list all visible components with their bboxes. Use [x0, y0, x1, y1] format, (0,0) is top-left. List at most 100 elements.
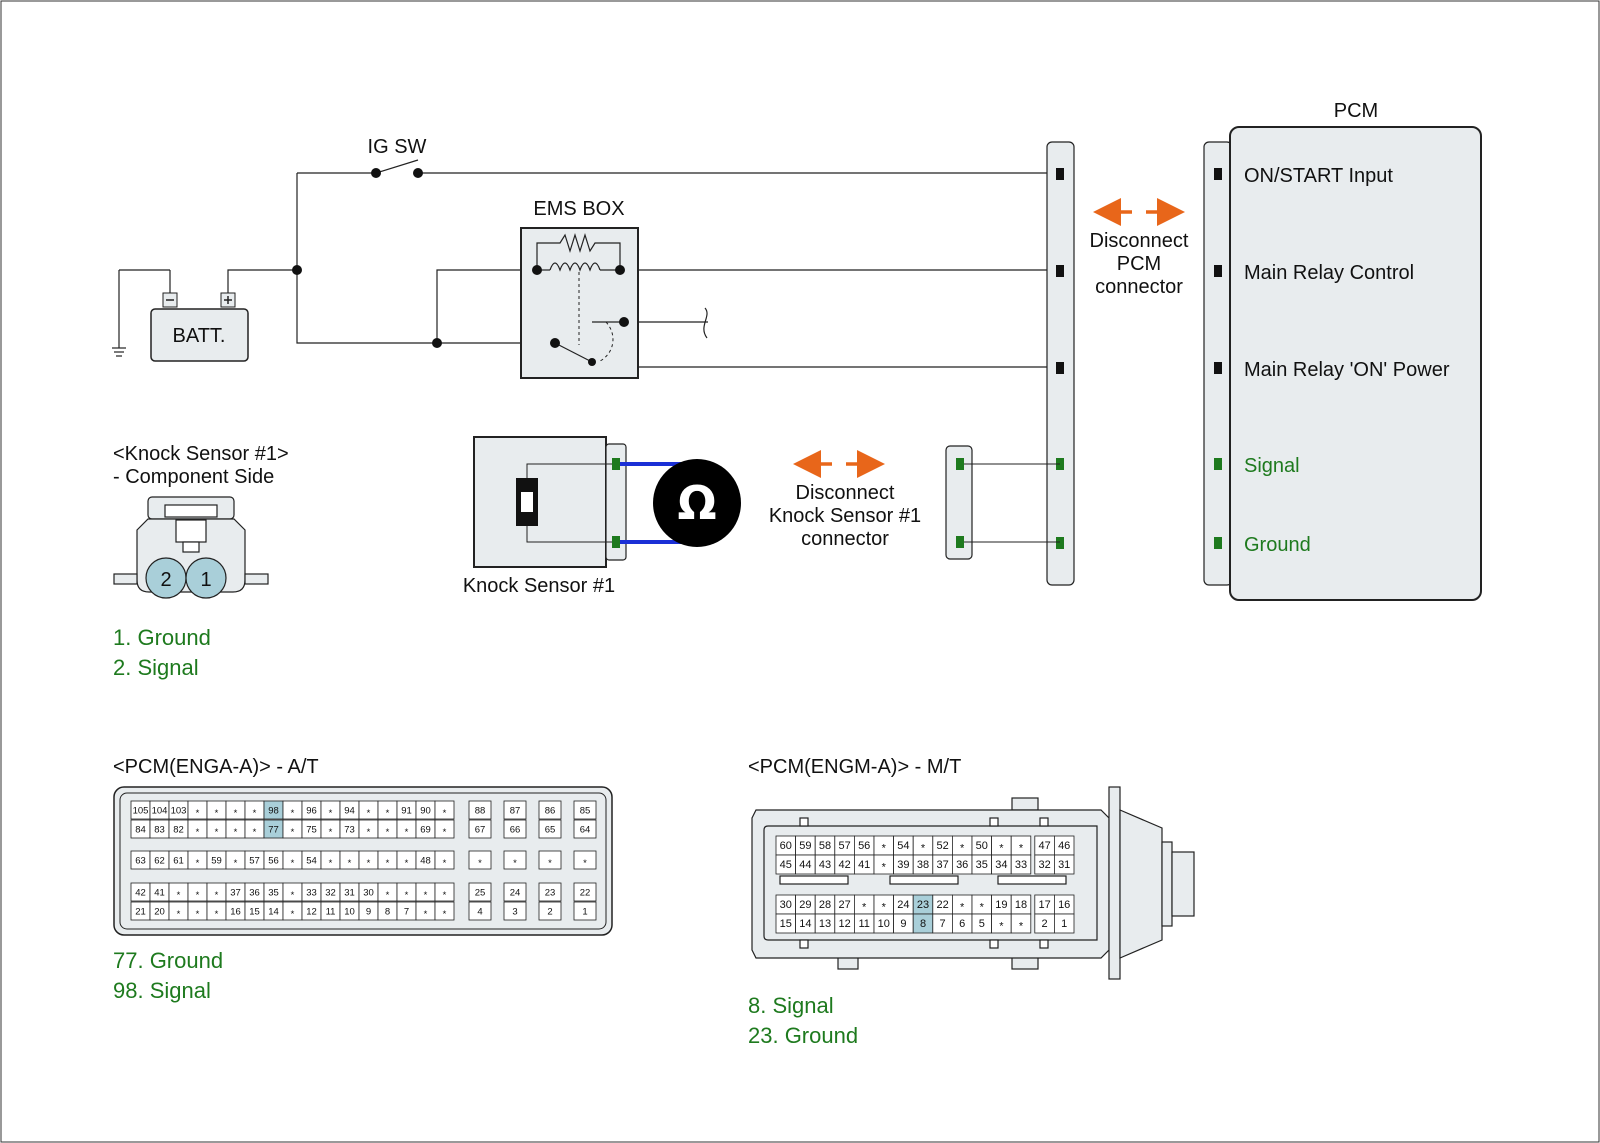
knock-sensor: [473, 436, 627, 568]
pin-cell: [1054, 854, 1075, 875]
pin-label: 19: [995, 899, 1007, 911]
pcm-mt-legend-1: 8. Signal: [748, 993, 834, 1018]
pin-label: 15: [249, 907, 260, 918]
pin-label: 7: [940, 918, 946, 930]
pin-label: 14: [268, 907, 279, 918]
disconnect-knock-line-2: Knock Sensor #1: [769, 505, 921, 527]
pin-label: *: [329, 827, 333, 838]
pcm-at-legend-2: 98. Signal: [113, 978, 211, 1003]
pin-label: 66: [510, 825, 521, 836]
pin-label: 32: [1038, 859, 1050, 871]
pin-label: 37: [230, 888, 241, 899]
pin-label: *: [386, 858, 390, 869]
pin-cell: [468, 850, 492, 870]
pcm-mt-title: <PCM(ENGM-A)> - M/T: [748, 756, 961, 778]
pin-label: *: [882, 902, 887, 914]
junction-dots: [292, 168, 442, 348]
pin-label: *: [386, 827, 390, 838]
pin-cell: [434, 850, 455, 870]
pin-label: 87: [510, 806, 521, 817]
pcm-pin-ground: Ground: [1244, 534, 1311, 556]
ems-box-relay: [520, 227, 639, 379]
pin-label: 41: [858, 859, 870, 871]
pin-label: 1: [1061, 918, 1067, 930]
pin-label: 46: [1058, 840, 1070, 852]
component-view-title: <Knock Sensor #1>: [113, 443, 289, 465]
pin-label: 14: [799, 918, 811, 930]
pin-label: *: [234, 808, 238, 819]
pcm-module: [1203, 126, 1482, 601]
pin-label: 21: [135, 907, 146, 918]
pin-label: 15: [780, 918, 792, 930]
pin-label: *: [329, 858, 333, 869]
pin-label: 104: [152, 806, 168, 817]
pcm-mt-legend-2: 23. Ground: [748, 1023, 858, 1048]
pin-label: 10: [878, 918, 890, 930]
pin-label: *: [291, 909, 295, 920]
pin-cell: [503, 850, 527, 870]
pin-label: 30: [363, 888, 374, 899]
pin-label: *: [583, 858, 587, 869]
pin-label: 16: [230, 907, 241, 918]
pin-label: 23: [917, 899, 929, 911]
pin-label: 96: [306, 806, 317, 817]
pin-label: *: [1019, 921, 1024, 933]
pin-label: 45: [780, 859, 792, 871]
pin-label: *: [253, 827, 257, 838]
pin-label: 94: [344, 806, 355, 817]
pin-label: 62: [154, 856, 165, 867]
pin-label: *: [960, 902, 965, 914]
pin-label: *: [234, 858, 238, 869]
pcm-mt-connector: [751, 786, 1195, 980]
pin-label: *: [234, 827, 238, 838]
pin-label: *: [215, 808, 219, 819]
pin-cell: [468, 901, 492, 921]
component-view-subtitle: - Component Side: [113, 466, 274, 488]
pin-label: 22: [936, 899, 948, 911]
pin-label: 57: [838, 840, 850, 852]
pin-label: *: [291, 858, 295, 869]
pin-label: *: [177, 909, 181, 920]
battery-label: BATT.: [173, 325, 226, 347]
pin-label: 22: [580, 888, 591, 899]
component-legend-1: 1. Ground: [113, 625, 211, 650]
pin-label: 90: [420, 806, 431, 817]
pin-label: *: [386, 890, 390, 901]
pin-label: 88: [475, 806, 486, 817]
pin-label: *: [548, 858, 552, 869]
pin-label: *: [215, 890, 219, 901]
pin-label: 58: [819, 840, 831, 852]
pin-label: *: [443, 909, 447, 920]
pin-label: 4: [477, 907, 482, 918]
pin-label: 48: [420, 856, 431, 867]
pin-label: 5: [979, 918, 985, 930]
pin-label: 86: [545, 806, 556, 817]
disconnect-knock-line-1: Disconnect: [796, 482, 895, 504]
pin-cell: [573, 800, 597, 820]
pin-label: 35: [268, 888, 279, 899]
pin-label: 17: [1038, 899, 1050, 911]
pin-label: *: [196, 858, 200, 869]
pin-label: 16: [1058, 899, 1070, 911]
pin-cell: [503, 901, 527, 921]
pin-label: *: [196, 890, 200, 901]
pcm-at-title: <PCM(ENGA-A)> - A/T: [113, 756, 319, 778]
ground-symbol: [112, 269, 171, 357]
pin-cell: [503, 800, 527, 820]
pin-label: 42: [135, 888, 146, 899]
pin-label: 54: [897, 840, 909, 852]
pin-cell: [434, 819, 455, 839]
pin-label: 43: [819, 859, 831, 871]
pin-label: 60: [780, 840, 792, 852]
disconnect-pcm-line-1: Disconnect: [1090, 230, 1189, 252]
pin-label: 13: [819, 918, 831, 930]
ohmmeter-probes: [620, 459, 741, 547]
pin-label: 37: [936, 859, 948, 871]
pin-label: *: [443, 890, 447, 901]
pin-label: *: [1019, 843, 1024, 855]
pin-label: 59: [211, 856, 222, 867]
pin-label: 50: [976, 840, 988, 852]
pin-label: *: [367, 858, 371, 869]
pin-cell: [573, 901, 597, 921]
